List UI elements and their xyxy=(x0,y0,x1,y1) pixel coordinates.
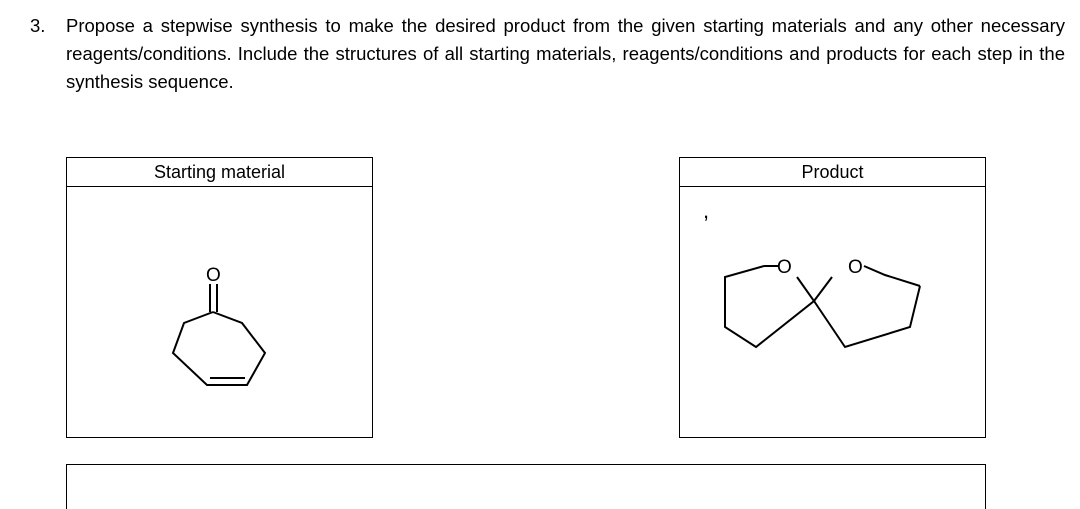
oxygen-right-label: O xyxy=(848,257,863,278)
question-number: 3. xyxy=(30,15,46,36)
cycloheptenone-structure: O xyxy=(171,265,267,386)
starting-material-box: Starting material O xyxy=(66,157,373,438)
question: 3. Propose a stepwise synthesis to make … xyxy=(30,12,1065,96)
answer-box[interactable] xyxy=(66,464,986,509)
starting-material-header: Starting material xyxy=(67,158,372,187)
comma-separator: , xyxy=(703,198,710,223)
product-header: Product xyxy=(680,158,985,187)
oxygen-label: O xyxy=(206,265,221,286)
spiroketal-structure: O O xyxy=(724,257,921,349)
oxygen-left-label: O xyxy=(777,257,792,278)
question-text: Propose a stepwise synthesis to make the… xyxy=(66,15,1065,92)
product-box: Product O O xyxy=(679,157,986,438)
